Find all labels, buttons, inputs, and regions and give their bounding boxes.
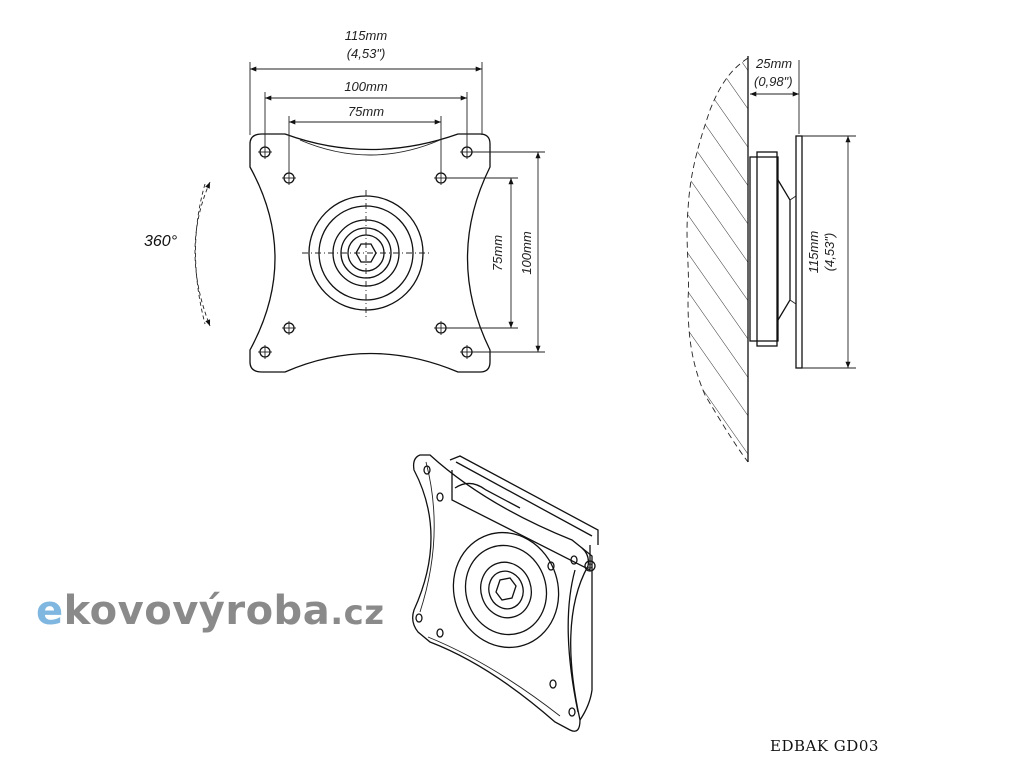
dim-100mm-width-label: 100mm	[344, 79, 388, 94]
brand-logo-name: kovovýroba	[63, 588, 331, 634]
dim-25mm-inch-label: (0,98")	[754, 74, 793, 89]
dim-75mm-height-label: 75mm	[490, 235, 505, 271]
brand-logo-tld: .cz	[330, 593, 385, 633]
dim-115mm-side-inch-label: (4,53")	[822, 233, 837, 272]
rotation-arrow	[194, 181, 211, 327]
dim-75mm-width-label: 75mm	[348, 104, 384, 119]
front-view: 115mm (4,53") 100mm 75mm 75mm 100mm 360°	[144, 28, 545, 373]
dim-115mm-side-label: 115mm	[806, 231, 821, 274]
dim-25mm-label: 25mm	[755, 56, 792, 71]
iso-plate-outline	[412, 454, 590, 732]
front-plate-outline	[249, 133, 491, 373]
rotation-label: 360°	[144, 233, 178, 250]
iso-holes	[415, 465, 578, 717]
dim-115mm-inch-label: (4,53")	[347, 46, 386, 61]
model-label: EDBAK GD03	[770, 737, 879, 755]
isometric-view	[412, 454, 599, 732]
brand-logo: ekovovýroba.cz	[36, 588, 385, 634]
center-hub	[302, 190, 430, 318]
brand-logo-prefix: e	[36, 588, 64, 634]
wall-outline	[686, 57, 749, 463]
dim-100mm-height-label: 100mm	[519, 231, 534, 275]
dim-115mm-label: 115mm	[345, 28, 388, 43]
side-view: 25mm (0,98") 115mm (4,53")	[686, 56, 856, 463]
